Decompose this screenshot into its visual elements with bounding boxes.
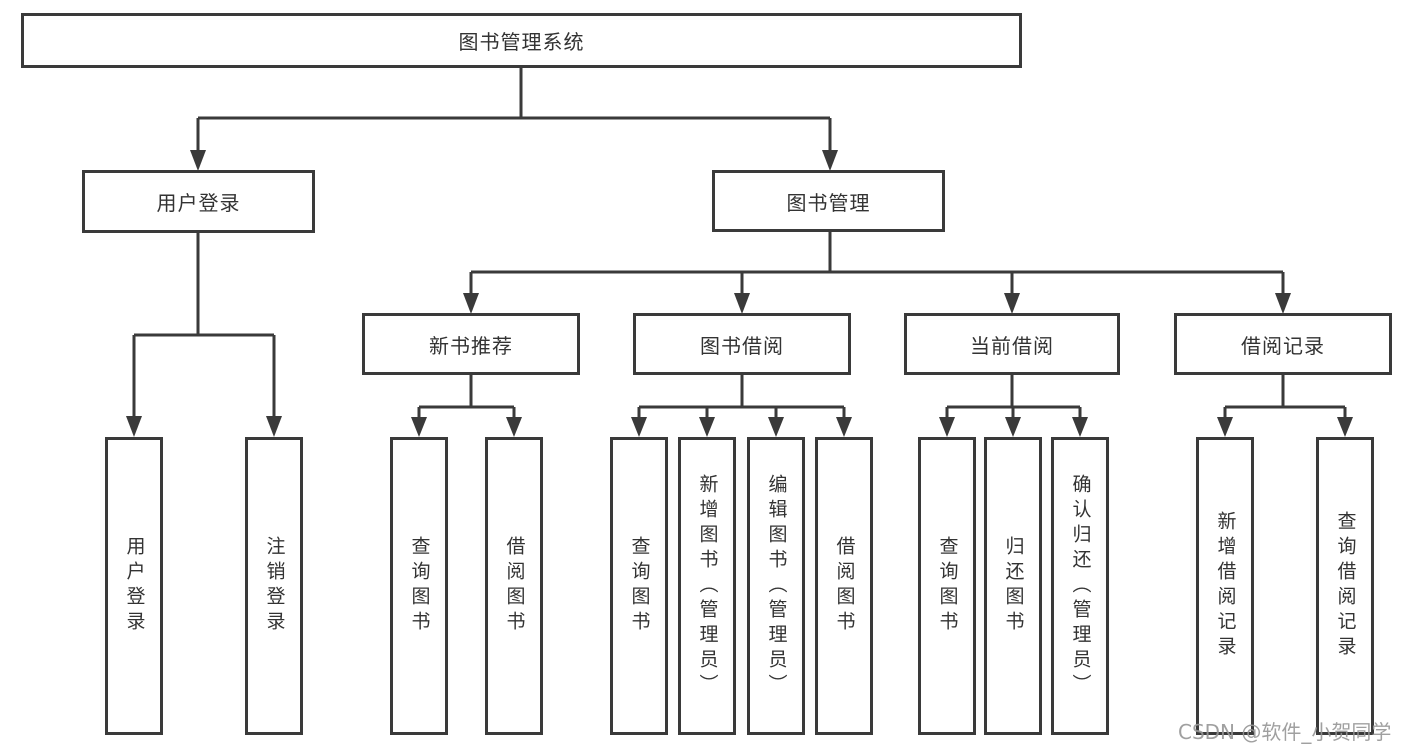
- node-root-system: 图书管理系统: [21, 13, 1022, 68]
- leaf-return-books: 归还图书: [984, 437, 1042, 735]
- arrowhead-icon: [939, 417, 955, 437]
- leaf-confirm-return-admin: 确认归还（管理员）: [1051, 437, 1109, 735]
- node-book-management: 图书管理: [712, 170, 945, 232]
- leaf-query-books-borrowing: 查询图书: [610, 437, 668, 735]
- leaf-add-books-admin: 新增图书（管理员）: [678, 437, 736, 735]
- arrowhead-icon: [1005, 417, 1021, 437]
- leaf-logout: 注销登录: [245, 437, 303, 735]
- arrowhead-icon: [1004, 293, 1020, 314]
- arrowhead-icon: [699, 417, 715, 437]
- arrowhead-icon: [1072, 417, 1088, 437]
- arrowhead-icon: [1275, 293, 1291, 314]
- leaf-add-borrow-record: 新增借阅记录: [1196, 437, 1254, 735]
- node-borrowing-records: 借阅记录: [1174, 313, 1392, 375]
- arrowhead-icon: [266, 416, 282, 437]
- node-current-borrowing: 当前借阅: [904, 313, 1120, 375]
- leaf-query-books-recommend: 查询图书: [390, 437, 448, 735]
- arrowhead-icon: [126, 416, 142, 437]
- arrowheads: [126, 150, 1353, 437]
- node-book-borrowing: 图书借阅: [633, 313, 851, 375]
- arrowhead-icon: [1217, 417, 1233, 437]
- arrowhead-icon: [734, 293, 750, 314]
- arrowhead-icon: [822, 150, 838, 171]
- arrowhead-icon: [1337, 417, 1353, 437]
- arrowhead-icon: [463, 293, 479, 314]
- arrowhead-icon: [631, 417, 647, 437]
- leaf-query-books-current: 查询图书: [918, 437, 976, 735]
- connector-lines: [132, 68, 1347, 418]
- arrowhead-icon: [836, 417, 852, 437]
- csdn-watermark: CSDN @软件_小贺同学: [1178, 720, 1392, 744]
- leaf-edit-books-admin: 编辑图书（管理员）: [747, 437, 805, 735]
- leaf-borrow-books-recommend: 借阅图书: [485, 437, 543, 735]
- leaf-user-login: 用户登录: [105, 437, 163, 735]
- arrowhead-icon: [768, 417, 784, 437]
- node-user-login: 用户登录: [82, 170, 315, 233]
- arrowhead-icon: [411, 417, 427, 437]
- leaf-query-borrow-record: 查询借阅记录: [1316, 437, 1374, 735]
- arrowhead-icon: [506, 417, 522, 437]
- arrowhead-icon: [190, 150, 206, 171]
- node-new-book-recommend: 新书推荐: [362, 313, 580, 375]
- leaf-borrow-books-borrowing: 借阅图书: [815, 437, 873, 735]
